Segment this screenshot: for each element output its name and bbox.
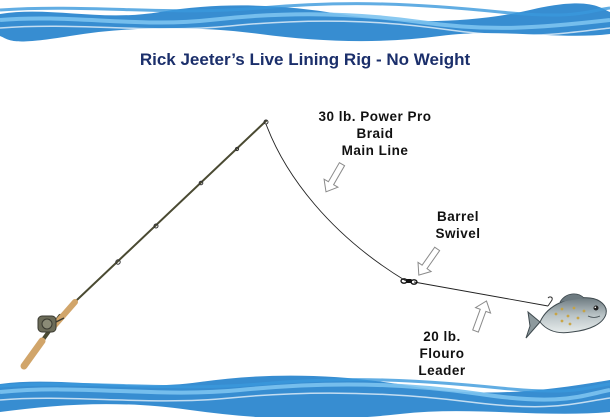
leader-label: 20 lb. Flouro Leader (412, 328, 472, 379)
swivel-label: Barrel Swivel (422, 208, 494, 242)
leader-label-line: Flouro (419, 346, 465, 361)
main-line-label-line: 30 lb. Power Pro (318, 109, 432, 124)
arrow-icon (417, 246, 441, 276)
bait-fish-icon (525, 293, 607, 339)
leader-label-line: Leader (418, 363, 466, 378)
leader-line (413, 281, 549, 307)
barrel-swivel-icon (400, 278, 418, 285)
water-wave-band-bottom (0, 375, 610, 417)
main-line-label-line: Braid (356, 126, 394, 141)
fishing-rod-icon (20, 119, 269, 370)
main-line (265, 123, 407, 282)
swivel-label-line: Swivel (435, 226, 481, 241)
main-line-label: 30 lb. Power Pro Braid Main Line (310, 108, 440, 159)
main-line-label-line: Main Line (341, 143, 409, 158)
leader-label-line: 20 lb. (423, 329, 461, 344)
diagram-title: Rick Jeeter’s Live Lining Rig - No Weigh… (139, 50, 471, 69)
swivel-label-line: Barrel (436, 209, 480, 224)
reel-icon (37, 315, 65, 333)
arrow-icon (472, 300, 492, 333)
water-wave-band-top (0, 0, 610, 42)
arrow-icon (323, 161, 346, 193)
